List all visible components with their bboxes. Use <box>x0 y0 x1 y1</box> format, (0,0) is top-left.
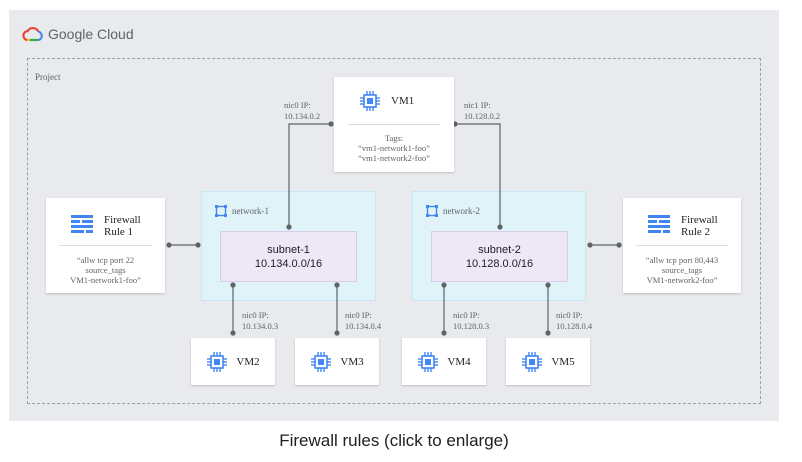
diagram-caption-link[interactable]: Firewall rules (click to enlarge) <box>279 431 509 450</box>
firewall-rule-1-desc: “allw tcp port 22 source_tags VM1-networ… <box>46 255 165 285</box>
vm2-ip: 10.134.0.3 <box>242 321 279 331</box>
vm2-nic-label: nic0 IP: <box>242 310 269 320</box>
vm5-card: VM5 <box>506 338 590 385</box>
vm2-card: VM2 <box>191 338 275 385</box>
network-2-label: network-2 <box>443 206 480 216</box>
firewall-rule-2-desc-line2: source_tags <box>661 265 703 275</box>
project-boundary <box>27 58 761 404</box>
vm1-tags: Tags: “vm1-network1-foo” “vm1-network2-f… <box>334 133 454 163</box>
firewall-rule-2-divider <box>636 245 728 246</box>
compute-engine-chip-icon <box>522 351 543 372</box>
firewall-icon <box>71 215 93 233</box>
firewall-rule-2-title-line1: Firewall <box>681 214 718 226</box>
vpc-network-icon <box>215 205 227 217</box>
vm1-tag-2: “vm1-network2-foo” <box>358 153 430 163</box>
subnet-2-box: subnet-2 10.128.0.0/16 <box>431 231 568 282</box>
vm1-card: VM1 <box>334 77 454 172</box>
vm5-nic-label: nic0 IP: <box>556 310 583 320</box>
vm1-divider <box>348 124 440 125</box>
firewall-rule-2-desc: “allw tcp port 80,443 source_tags VM1-ne… <box>623 255 741 285</box>
vm1-nic1-ip: 10.128.0.2 <box>464 111 501 121</box>
vm1-nic1-label: nic1 IP: <box>464 100 491 110</box>
vm1-nic0-label: nic0 IP: <box>284 100 311 110</box>
vm1-tags-label: Tags: <box>384 133 404 143</box>
vm1-nic0-ip: 10.134.0.2 <box>284 111 321 121</box>
vm3-nic-label: nic0 IP: <box>345 310 372 320</box>
vm5-ip: 10.128.0.4 <box>556 321 593 331</box>
subnet-1-cidr: 10.134.0.0/16 <box>254 257 323 270</box>
compute-engine-chip-icon <box>311 351 332 372</box>
vm3-name: VM3 <box>340 355 364 368</box>
google-cloud-logo-icon <box>22 26 43 42</box>
vm4-card: VM4 <box>402 338 486 385</box>
network-1-label: network-1 <box>232 206 269 216</box>
firewall-rule-2-desc-line3: VM1-network2-foo” <box>646 275 718 285</box>
firewall-icon <box>648 215 670 233</box>
vm2-name: VM2 <box>236 355 260 368</box>
vm4-ip: 10.128.0.3 <box>453 321 490 331</box>
compute-engine-chip-icon <box>207 351 228 372</box>
firewall-rule-1-desc-line3: VM1-network1-foo” <box>70 275 141 285</box>
firewall-rule-1-title-line2: Rule 1 <box>104 226 134 238</box>
subnet-2-cidr: 10.128.0.0/16 <box>465 257 534 270</box>
vm3-ip: 10.134.0.4 <box>345 321 382 331</box>
vm1-name: VM1 <box>391 95 415 107</box>
vpc-network-icon <box>426 205 438 217</box>
vm4-name: VM4 <box>447 355 471 368</box>
firewall-rule-1-title-line1: Firewall <box>104 214 141 226</box>
compute-engine-chip-icon <box>418 351 439 372</box>
firewall-rule-1-desc-line1: “allw tcp port 22 <box>76 255 135 265</box>
vm5-name: VM5 <box>551 355 575 368</box>
firewall-rule-1-desc-line2: source_tags <box>85 265 126 275</box>
google-cloud-logo: Google Cloud <box>22 23 162 45</box>
subnet-1-box: subnet-1 10.134.0.0/16 <box>220 231 357 282</box>
project-label: Project <box>35 72 61 82</box>
vm1-tag-1: “vm1-network1-foo” <box>358 143 430 153</box>
subnet-2-name: subnet-2 <box>478 243 521 256</box>
firewall-rule-2-desc-line1: “allw tcp port 80,443 <box>645 255 719 265</box>
compute-engine-chip-icon <box>360 91 380 111</box>
logo-text: Google Cloud <box>48 26 134 42</box>
firewall-rule-2-title-line2: Rule 2 <box>681 226 711 238</box>
vm4-nic-label: nic0 IP: <box>453 310 480 320</box>
firewall-rule-1-card: Firewall Rule 1 “allw tcp port 22 source… <box>46 198 165 293</box>
firewall-rule-1-divider <box>59 245 152 246</box>
subnet-1-name: subnet-1 <box>267 243 310 256</box>
firewall-rule-2-card: Firewall Rule 2 “allw tcp port 80,443 so… <box>623 198 741 293</box>
vm3-card: VM3 <box>295 338 379 385</box>
